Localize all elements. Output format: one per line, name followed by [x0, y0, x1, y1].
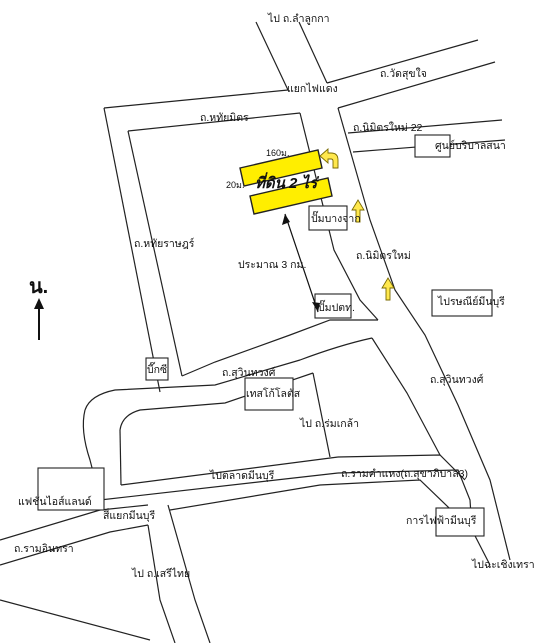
distance-indicator: ประมาณ 3 กม. [238, 213, 320, 313]
plot-width-dimension: 160ม. [266, 148, 289, 158]
label-min-buri-pea: การไฟฟ้ามีนบุรี [406, 514, 477, 527]
distance-line [284, 213, 319, 313]
label-nimit-mai-22: ถ.นิมิตรใหม่ 22 [353, 121, 423, 134]
road-lam-luk-ka-east-edge [298, 21, 328, 84]
road-suwinthawong-north-edge [181, 319, 378, 377]
road-hathai-rat-east-edge [127, 130, 183, 377]
label-wat-suk-jai-rd: ถ.วัดสุขใจ [380, 67, 427, 80]
road-hathai-rat-west-edge [103, 107, 161, 393]
label-public-health-center: ศูนย์บริบาลสนา [435, 139, 506, 152]
road-nimit-mai-east-edge [337, 107, 511, 561]
road-to-fashion-island-inner [119, 372, 314, 431]
label-fashion-island: แฟชั่นไอส์แลนด์ [18, 494, 92, 508]
road-hathai-mit-lower-edge [127, 112, 301, 132]
turn-left-arrow-icon [319, 148, 339, 169]
road-network [0, 21, 511, 643]
label-suwinthawong-rd-west: ถ.สุวินทวงศ์ [222, 366, 276, 379]
road-block-west-edge [119, 429, 122, 486]
label-b-quik: บี๊กซี [147, 361, 167, 376]
label-hathai-mit-rd: ถ.หทัยมิตร [200, 112, 249, 124]
road-wat-suk-jai-lower-edge [337, 61, 496, 109]
label-min-buri-post: ไปรษณีย์มีนบุรี [437, 295, 505, 308]
map-labels: ไป ถ.ลำลูกกา ถ.วัดสุขใจ แยกไฟแดง ถ.หทัยม… [14, 12, 535, 580]
label-bang-chak-station: ปั๊มบางจาก [311, 210, 361, 225]
label-suwinthawong-rd-east: ถ.สุวินทวงศ์ [430, 373, 484, 386]
plot-depth-dimension: 20ม. [226, 180, 244, 190]
road-chachoengsao-west-edge [169, 479, 491, 566]
road-romklao-east-edge [371, 337, 441, 456]
road-ram-inthra-branch [0, 599, 151, 641]
tesco-lotus-box [244, 377, 294, 411]
distance-arrowhead-top [282, 214, 290, 225]
label-nimit-mai-rd: ถ.นิมิตรใหม่ [356, 249, 411, 262]
road-wat-suk-jai-upper-edge [326, 39, 479, 84]
label-ramkhamhaeng-rd: ถ.รามคำแหง(ถ.สุขาภิบาล3) [341, 468, 468, 480]
land-plot: ที่ดิน 2 ไร่ 160ม. 20ม. [226, 148, 333, 215]
label-to-romklao-rd: ไป ถ.ร่มเกล้า [299, 417, 359, 430]
road-market-lower-edge [99, 472, 339, 501]
distance-arrowhead-bottom [312, 302, 320, 312]
road-ramkhamhaeng-upper-edge [337, 454, 466, 481]
distance-label: ประมาณ 3 กม. [238, 259, 306, 271]
road-romklao-west-edge [312, 372, 331, 458]
b-quik-box [145, 357, 169, 381]
direction-arrows [319, 148, 395, 301]
label-hathai-rat-rd: ถ.หทัยราษฎร์ [134, 237, 195, 250]
up-arrow-icon-2 [381, 277, 395, 301]
label-tesco-lotus: เทสโก้โลตัส [246, 387, 301, 400]
road-suwinthawong-south-edge [84, 337, 373, 411]
label-traffic-light-jct: แยกไฟแดง [287, 82, 338, 95]
road-nimit-mai-22-upper-edge [347, 119, 503, 134]
north-arrow-icon [34, 298, 44, 309]
min-buri-post-box [431, 289, 493, 317]
plot-lower-strip [249, 177, 333, 215]
label-min-buri-jct: สี่แยกมีนบุรี [103, 508, 155, 522]
road-hathai-mit-upper-edge [103, 89, 289, 109]
label-to-lam-luk-ka: ไป ถ.ลำลูกกา [267, 12, 330, 25]
label-to-chachoengsao: ไปฉะเชิงเทรา [471, 558, 535, 571]
label-to-min-buri-market: ไปตลาดมีนบุรี [209, 469, 275, 482]
bang-chak-station-box [308, 205, 348, 231]
road-ram-inthra-lower-edge [0, 524, 149, 566]
road-market-upper-edge [120, 456, 339, 486]
road-lam-luk-ka-west-edge [255, 21, 289, 91]
plot-label: ที่ดิน 2 ไร่ [255, 172, 320, 192]
north-indicator: น. [29, 276, 48, 340]
label-ptt-station: ปั๊มปตท. [318, 299, 355, 314]
landmark-boxes [37, 134, 493, 537]
label-to-seri-thai-rd: ไป ถ.เสรีไทย [131, 567, 190, 580]
plot-upper-strip [239, 149, 323, 187]
road-seri-thai-east-edge [167, 504, 211, 643]
fashion-island-box [37, 467, 105, 511]
north-label: น. [29, 276, 48, 298]
road-to-fashion-island-outer [82, 409, 98, 488]
min-buri-pea-box [435, 507, 485, 537]
up-arrow-icon-1 [351, 199, 365, 223]
label-ram-inthra-rd: ถ.รามอินทรา [14, 543, 74, 555]
public-health-center-box [414, 134, 451, 158]
road-seri-thai-west-edge [147, 524, 176, 643]
